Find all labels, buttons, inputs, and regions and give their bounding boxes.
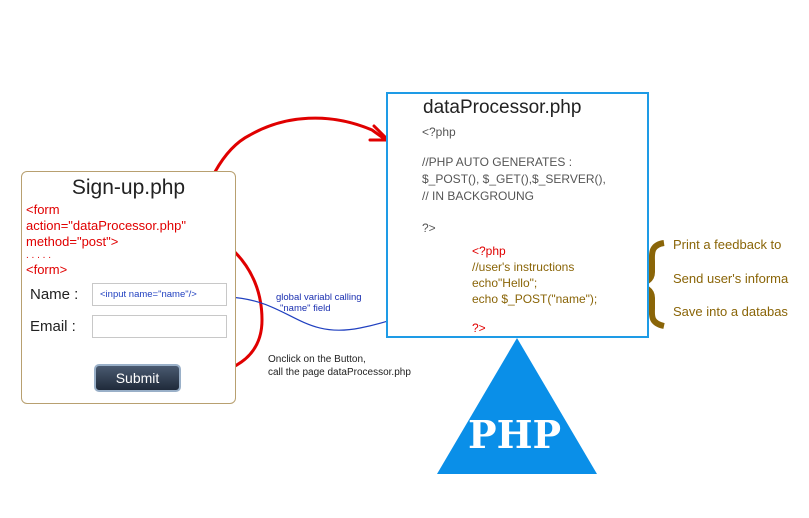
form-close-tag: <form>: [26, 262, 68, 277]
signup-title: Sign-up.php: [71, 176, 186, 199]
form-open-tag: <form: [26, 202, 60, 217]
global-variable-note: global variabl calling "name" field: [276, 292, 362, 314]
form-ellipsis: . . . . .: [26, 250, 52, 261]
global-note-line-2: "name" field: [280, 303, 331, 314]
echo-post-line: echo $_POST("name");: [472, 292, 598, 306]
signup-page-box: Sign-up.php <form action="dataProcessor.…: [21, 171, 236, 404]
action-value: dataProcessor.php: [72, 218, 182, 233]
action-print-feedback: Print a feedback to: [673, 237, 782, 252]
onclick-note-line-2: call the page dataProcessor.php: [268, 367, 411, 378]
action-prefix: action=": [26, 218, 73, 233]
php-logo-text: PHP: [468, 412, 562, 457]
onclick-note-line-1: Onclick on the Button,: [268, 354, 366, 365]
email-input[interactable]: [92, 315, 227, 338]
form-method-line: method="post">: [26, 234, 119, 249]
global-note-line-1: global variabl calling: [276, 292, 362, 303]
php-close-tag: ?>: [422, 221, 436, 235]
user-php-close: ?>: [472, 321, 486, 335]
data-processor-box: dataProcessor.php <?php //PHP AUTO GENER…: [386, 92, 649, 338]
action-save-database: Save into a databas: [673, 304, 788, 319]
auto-generates-comment: //PHP AUTO GENERATES :: [422, 155, 573, 169]
php-open-tag: <?php: [422, 125, 456, 139]
php-triangle: [437, 338, 597, 474]
onclick-note: Onclick on the Button, call the page dat…: [268, 353, 411, 379]
form-action-line: action="dataProcessor.php": [26, 218, 186, 234]
superglobals-list: $_POST(), $_GET(),$_SERVER(),: [422, 172, 606, 186]
action-suffix: ": [181, 218, 186, 233]
submit-button[interactable]: Submit: [94, 364, 181, 392]
user-php-open: <?php: [472, 244, 506, 258]
name-input-value: <input name="name"/>: [100, 289, 197, 300]
name-input[interactable]: <input name="name"/>: [92, 283, 227, 306]
email-label: Email :: [30, 318, 76, 335]
action-send-info: Send user's informa: [673, 271, 789, 286]
user-instructions-comment: //user's instructions: [472, 260, 575, 274]
processor-title: dataProcessor.php: [423, 97, 582, 118]
background-comment: // IN BACKGROUNG: [422, 189, 535, 203]
echo-hello-line: echo"Hello";: [472, 276, 538, 290]
name-label: Name :: [30, 286, 79, 303]
